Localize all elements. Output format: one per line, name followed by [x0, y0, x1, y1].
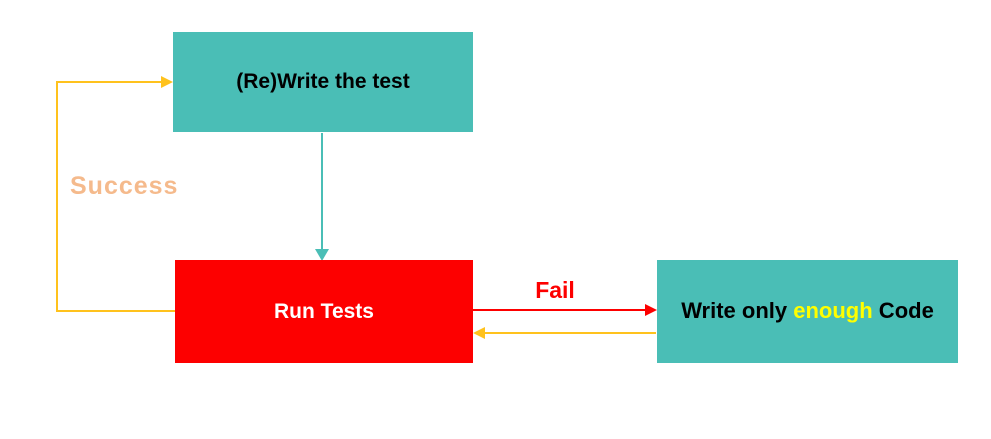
write-code-label-post: Code [872, 298, 934, 324]
write-code-label-highlight: enough [793, 298, 873, 324]
fail-arrowhead-right-icon [645, 304, 657, 316]
node-run-tests: Run Tests [175, 260, 473, 363]
node-write-enough-code-label: Write only enough Code [681, 299, 934, 323]
node-run-tests-label: Run Tests [274, 299, 374, 323]
fail-label: Fail [535, 277, 575, 303]
node-rewrite-test: (Re)Write the test [173, 32, 473, 132]
node-rewrite-test-label: (Re)Write the test [236, 70, 410, 94]
node-write-enough-code: Write only enough Code [657, 260, 958, 363]
code-to-run-arrowhead-left-icon [473, 327, 485, 339]
success-label: Success [70, 172, 179, 200]
success-arrowhead-right-icon [161, 76, 173, 88]
write-code-label-pre: Write only [681, 298, 794, 324]
